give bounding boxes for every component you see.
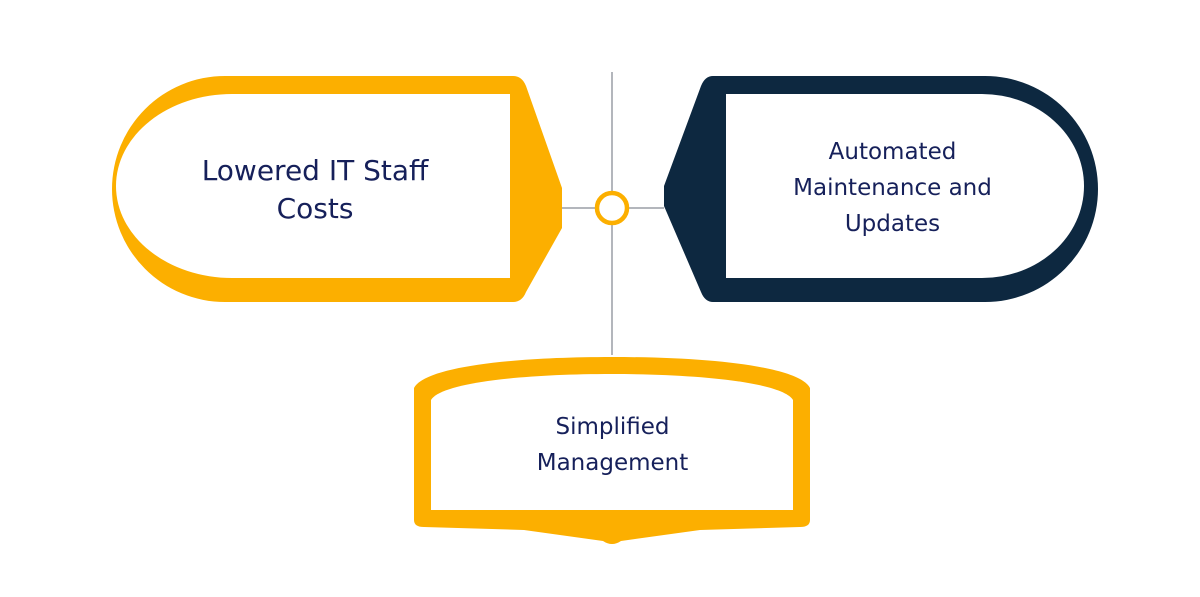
node-left-inner — [116, 94, 510, 278]
node-right-label: Automated Maintenance and Updates — [745, 115, 1040, 260]
node-bottom-label: Simplified Management — [450, 385, 775, 505]
node-bottom-text: Simplified Management — [536, 414, 689, 476]
node-bottom-inner — [431, 374, 793, 510]
node-left-label: Lowered IT Staff Costs — [150, 120, 480, 260]
node-right-text: Automated Maintenance and Updates — [793, 138, 992, 237]
node-left-text: Lowered IT Staff Costs — [201, 154, 429, 225]
junction-circle — [594, 190, 630, 226]
node-right-inner — [726, 94, 1084, 278]
